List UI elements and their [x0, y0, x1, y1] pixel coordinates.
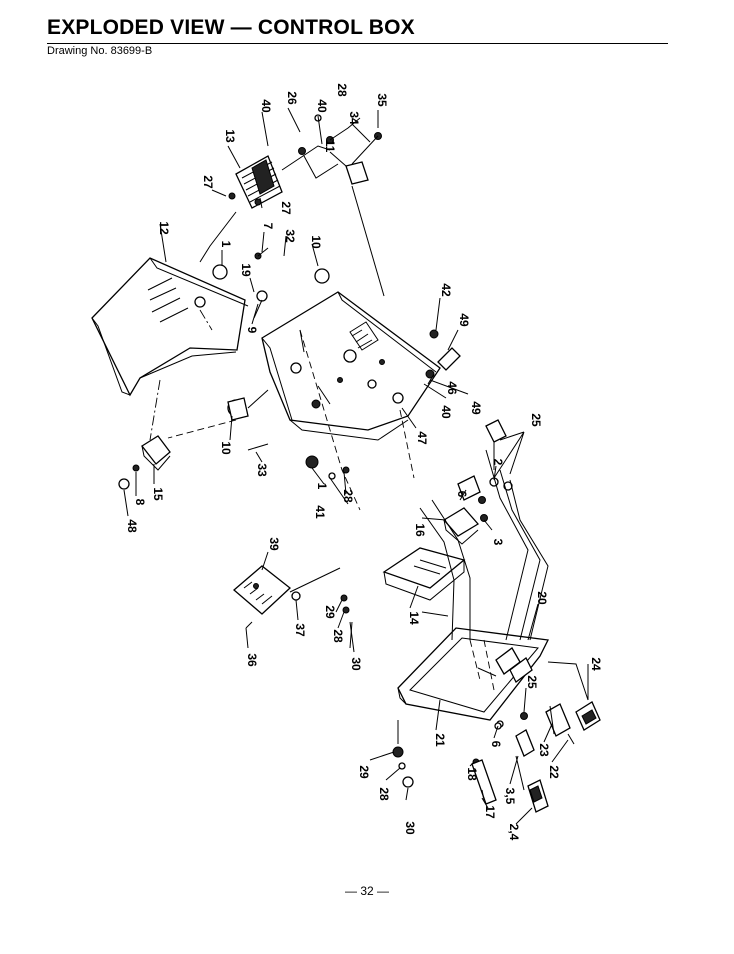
callout-30: 30	[403, 821, 417, 835]
callout-3: 3	[491, 539, 505, 546]
callout-25: 25	[529, 413, 543, 427]
part-hardware-chassis	[212, 247, 461, 480]
callout-47: 47	[415, 431, 429, 445]
callout-37: 37	[293, 623, 307, 637]
callout-39: 39	[267, 537, 281, 551]
part-block	[118, 435, 171, 490]
callout-12: 12	[157, 221, 171, 235]
part-circuit-board	[233, 565, 353, 649]
callout-29: 29	[357, 765, 371, 779]
callout-28: 28	[377, 787, 391, 801]
callout-16: 16	[413, 523, 427, 537]
part-front-panel	[397, 627, 549, 728]
part-lamps	[494, 722, 549, 813]
callout-41: 41	[313, 505, 327, 519]
callout-32: 32	[283, 229, 297, 243]
callout-2: 2	[491, 459, 505, 466]
part-relays	[442, 419, 513, 545]
callout-49: 49	[457, 313, 471, 327]
callout-30: 30	[349, 657, 363, 671]
callout-15: 15	[151, 487, 165, 501]
callout-10: 10	[309, 235, 323, 249]
callout-8: 8	[133, 499, 147, 506]
callout-2-4: 2,4	[507, 824, 521, 841]
title-rule	[47, 43, 668, 44]
callout-25: 25	[525, 675, 539, 689]
callout-35: 35	[375, 93, 389, 107]
callout-19: 19	[239, 263, 253, 277]
callout-40: 40	[259, 99, 273, 113]
part-chassis	[167, 291, 441, 511]
callout-21: 21	[433, 733, 447, 747]
callout-22: 22	[547, 765, 561, 779]
wiring-harness	[419, 449, 589, 701]
callout-20: 20	[535, 591, 549, 605]
part-hardware-bottom	[392, 720, 497, 809]
callout-1: 1	[219, 241, 233, 248]
part-heatsink	[199, 114, 385, 297]
callout-10: 10	[219, 441, 233, 455]
page-number: — 32 —	[344, 884, 389, 898]
callout-11: 11	[323, 140, 337, 153]
callout-26: 26	[285, 91, 299, 105]
callout-40: 40	[439, 405, 453, 419]
callout-46: 46	[445, 381, 459, 395]
callout-14: 14	[407, 611, 421, 625]
part-cover	[91, 257, 249, 441]
callout-23: 23	[537, 743, 551, 757]
callout-42: 42	[439, 283, 453, 297]
page-title: EXPLODED VIEW — CONTROL BOX	[47, 16, 415, 39]
callout-3-5: 3,5	[503, 788, 517, 805]
callout-28: 28	[341, 489, 355, 503]
callout-34: 34	[347, 111, 361, 125]
callout-9: 9	[245, 327, 259, 334]
callout-18: 18	[465, 767, 479, 781]
callout-27: 27	[279, 201, 293, 215]
callout-48: 48	[125, 519, 139, 533]
callout-6: 6	[455, 491, 469, 498]
callout-1: 1	[315, 483, 329, 490]
callout-49: 49	[469, 401, 483, 415]
callout-6: 6	[489, 741, 503, 748]
callout-28: 28	[335, 83, 349, 97]
callout-29: 29	[323, 605, 337, 619]
callout-40: 40	[315, 99, 329, 113]
callout-24: 24	[589, 657, 603, 671]
part-switches	[520, 701, 601, 745]
callout-13: 13	[223, 129, 237, 143]
callout-27: 27	[201, 175, 215, 189]
callout-36: 36	[245, 653, 259, 667]
drawing-number: Drawing No. 83699-B	[47, 45, 153, 57]
callout-17: 17	[483, 805, 497, 819]
callout-28: 28	[331, 629, 345, 643]
callout-labels: 26 40 40 28 35 34 13 11 27 27 12 1 7 32 …	[125, 83, 603, 840]
leader-lines	[123, 107, 589, 825]
callout-7: 7	[261, 223, 275, 230]
callout-33: 33	[255, 463, 269, 477]
